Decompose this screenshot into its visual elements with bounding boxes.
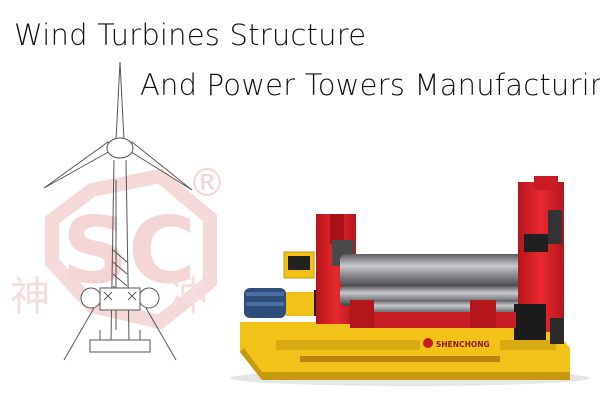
watermark-char-right: 冲 — [168, 274, 208, 320]
headline-line-1: Wind Turbines Structure — [14, 18, 367, 52]
sc-watermark-letters: SC — [62, 197, 196, 304]
machine-plate-text: SHENCHONG — [436, 340, 490, 349]
plate-rolling-machine-photo: SHENCHONG — [230, 176, 590, 386]
sc-watermark-logo-icon — [45, 168, 217, 330]
watermark-char-left: 神 — [10, 274, 50, 320]
registered-mark: ® — [188, 161, 226, 205]
headline-line-2: And Power Towers Manufacturing — [140, 68, 600, 102]
wind-turbine-drawing-icon — [43, 61, 193, 361]
